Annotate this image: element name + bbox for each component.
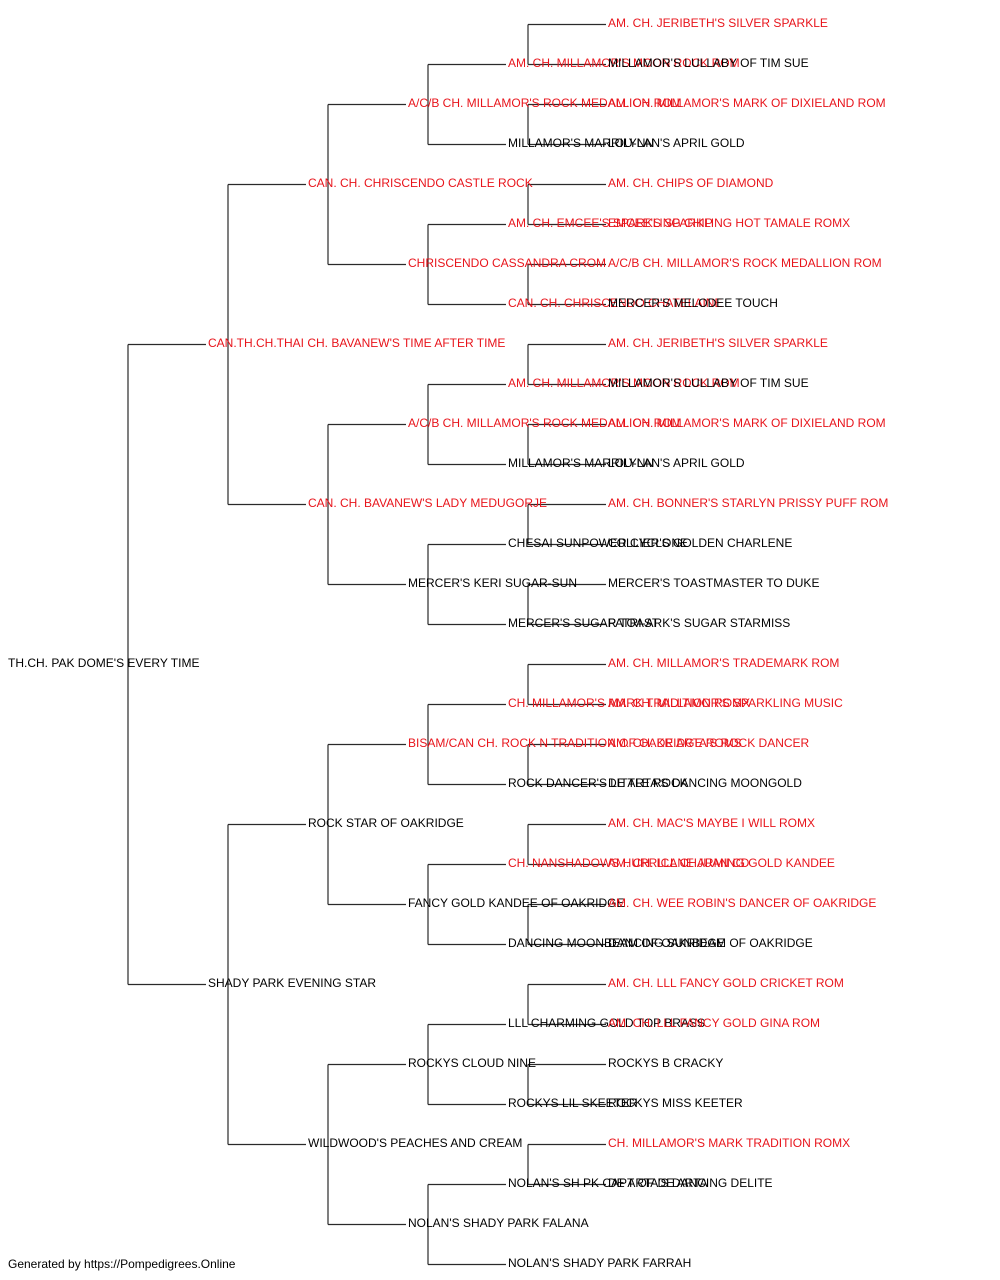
pedigree-name-dam-gen4: NOLAN'S SHADY PARK FARRAH — [508, 1256, 692, 1270]
pedigree-name-sire-gen5: AM. CH. BONNER'S STARLYN PRISSY PUFF ROM — [608, 496, 889, 510]
pedigree-name-dam-gen5: AM. CH. MILLAMOR'S SPARKLING MUSIC — [608, 696, 843, 710]
pedigree-name-dam-gen4: MERCER'S SUGAR TOAST — [508, 616, 660, 630]
pedigree-name-sire-gen5: CH. MILLAMOR'S MARK TRADITION ROMX — [608, 1136, 851, 1150]
pedigree-name-dam-gen5: ROCKYS MISS KEETER — [608, 1096, 743, 1110]
pedigree-name-dam-gen5: EMCEE'S SPARKLING HOT TAMALE ROMX — [608, 216, 851, 230]
pedigree-name-sire-gen5: AM. CH. CHIPS OF DIAMOND — [608, 176, 774, 190]
pedigree-name-dam-gen4: CAN. CH. CHRISCENDO CHATELAINE — [508, 296, 723, 310]
pedigree-name-dam-gen5: LOU-LAN'S APRIL GOLD — [608, 136, 745, 150]
pedigree-name-dam-gen4: ROCKYS LIL SKEETER — [508, 1096, 638, 1110]
pedigree-name-subject-gen0: TH.CH. PAK DOME'S EVERY TIME — [8, 656, 200, 670]
pedigree-name-dam-gen5: DE ARTA'S DANCING MOONGOLD — [608, 776, 802, 790]
pedigree-name-sire-gen4: AM. CH. MILLAMOR'S MOON ROCK ROM — [508, 56, 740, 70]
pedigree-name-sire-gen4: CH. NANSHADOWS HURRICANE JUAN CD — [508, 856, 750, 870]
pedigree-name-sire-gen5: AM. CH. MILLAMOR'S MARK OF DIXIELAND ROM — [608, 96, 886, 110]
pedigree-name-sire-gen5: AM. CH. MILLAMOR'S TRADEMARK ROM — [608, 656, 840, 670]
pedigree-name-sire-gen3: A/C/B CH. MILLAMOR'S ROCK MEDALLION ROM — [408, 96, 682, 110]
pedigree-name-sire-gen3: ROCKYS CLOUD NINE — [408, 1056, 537, 1070]
pedigree-name-sire-gen5: A/C/B CH. MILLAMOR'S ROCK MEDALLION ROM — [608, 256, 882, 270]
pedigree-name-dam-gen5: DE ARTA'S DANCING DELITE — [608, 1176, 773, 1190]
pedigree-name-dam-gen4: ROCK DANCER'S LITTLE ROCK — [508, 776, 688, 790]
pedigree-name-dam-gen5: MILLAMOR'S LULLABY OF TIM SUE — [608, 376, 809, 390]
pedigree-name-dam-gen2: CAN. CH. BAVANEW'S LADY MEDUGORJE — [308, 496, 547, 510]
pedigree-name-dam-gen3: CHRISCENDO CASSANDRA CROM — [408, 256, 607, 270]
pedigree-name-sire-gen5: AM. CH. JERIBETH'S SILVER SPARKLE — [608, 336, 828, 350]
pedigree-name-sire-gen2: CAN. CH. CHRISCENDO CASTLE ROCK — [308, 176, 533, 190]
pedigree-name-sire-gen5: AM. CH. WEE ROBIN'S DANCER OF OAKRIDGE — [608, 896, 877, 910]
pedigree-name-sire-gen4: LLL CHARMING GOLD TOP BRASS — [508, 1016, 705, 1030]
pedigree-name-dam-gen5: COLLIER'S GOLDEN CHARLENE — [608, 536, 793, 550]
pedigree-name-sire-gen5: AM. CH. MAC'S MAYBE I WILL ROMX — [608, 816, 815, 830]
pedigree-name-dam-gen5: AM. CH. LLL FANCY GOLD GINA ROM — [608, 1016, 821, 1030]
pedigree-name-dam-gen5: MERCER'S MELODEE TOUCH — [608, 296, 778, 310]
pedigree-name-dam-gen5: MILLAMOR'S LULLABY OF TIM SUE — [608, 56, 809, 70]
pedigree-name-dam-gen5: AM. CH. LLL CHARMING GOLD KANDEE — [608, 856, 835, 870]
pedigree-name-dam-gen4: MILLAMOR'S MARRILYNN — [508, 136, 655, 150]
pedigree-name-sire-gen4: CH. MILLAMOR'S MARK TRADITION ROMX — [508, 696, 751, 710]
pedigree-name-dam-gen1: SHADY PARK EVENING STAR — [208, 976, 377, 990]
pedigree-name-dam-gen4: DANCING MOONBEAM OF OAKRIDGE — [508, 936, 725, 950]
pedigree-name-dam-gen3: MERCER'S KERI SUGAR-SUN — [408, 576, 577, 590]
pedigree-name-sire-gen3: BISAM/CAN CH. ROCK N TRADITION OF OAKRID… — [408, 736, 742, 750]
pedigree-name-sire-gen4: AM. CH. EMCEE'S SPARKLING CHIP — [508, 216, 713, 230]
pedigree-name-sire-gen2: ROCK STAR OF OAKRIDGE — [308, 816, 464, 830]
pedigree-name-dam-gen5: LOU-LAN'S APRIL GOLD — [608, 456, 745, 470]
pedigree-name-sire-gen5: AM. CH. MILLAMOR'S MARK OF DIXIELAND ROM — [608, 416, 886, 430]
pedigree-name-dam-gen2: WILDWOOD'S PEACHES AND CREAM — [308, 1136, 523, 1150]
pedigree-name-dam-gen3: NOLAN'S SHADY PARK FALANA — [408, 1216, 589, 1230]
pedigree-name-dam-gen5: PATRI-ARK'S SUGAR STARMISS — [608, 616, 791, 630]
pedigree-name-dam-gen5: DANCING SUNBEAM OF OAKRIDGE — [608, 936, 813, 950]
footer-credit: Generated by https://Pompedigrees.Online — [8, 1257, 236, 1271]
pedigree-name-sire-gen1: CAN.TH.CH.THAI CH. BAVANEW'S TIME AFTER … — [208, 336, 506, 350]
pedigree-name-dam-gen3: FANCY GOLD KANDEE OF OAKRIDGE — [408, 896, 625, 910]
pedigree-name-sire-gen4: AM. CH. MILLAMOR'S MOON ROCK ROM — [508, 376, 740, 390]
pedigree-name-sire-gen5: AM. CH. DE ARTA'S ROCK DANCER — [608, 736, 810, 750]
pedigree-name-dam-gen4: MILLAMOR'S MARRILYNN — [508, 456, 655, 470]
pedigree-name-sire-gen5: AM. CH. JERIBETH'S SILVER SPARKLE — [608, 16, 828, 30]
pedigree-name-sire-gen5: AM. CH. LLL FANCY GOLD CRICKET ROM — [608, 976, 844, 990]
pedigree-name-sire-gen5: MERCER'S TOASTMASTER TO DUKE — [608, 576, 820, 590]
pedigree-name-sire-gen3: A/C/B CH. MILLAMOR'S ROCK MEDALLION ROM — [408, 416, 682, 430]
pedigree-name-sire-gen5: ROCKYS B CRACKY — [608, 1056, 724, 1070]
pedigree-name-sire-gen4: NOLAN'S SH PK CAPT OF DE ARTA — [508, 1176, 708, 1190]
pedigree-name-sire-gen4: CHESAI SUNPOWER CYCLONE — [508, 536, 689, 550]
